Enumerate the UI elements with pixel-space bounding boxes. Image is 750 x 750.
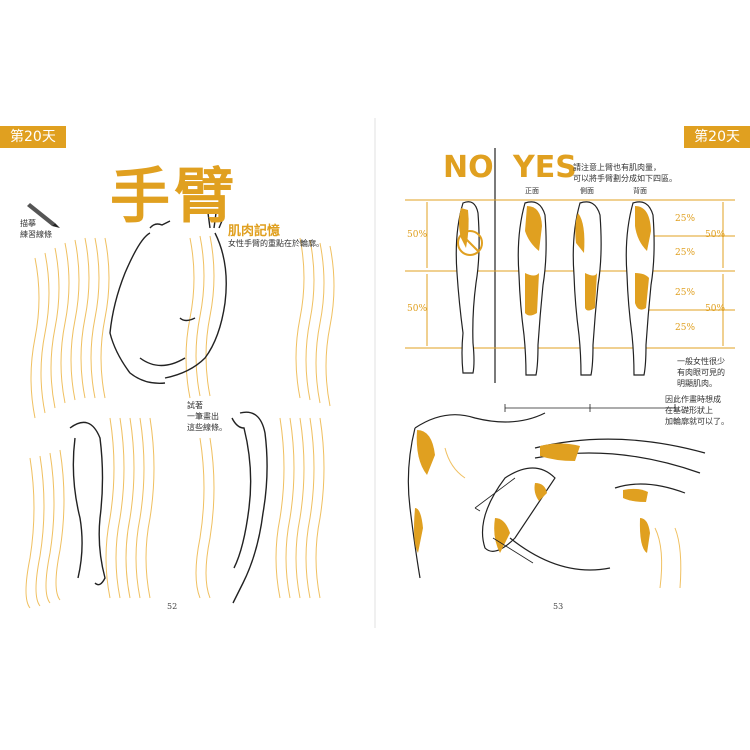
percent-label: 50% [705, 304, 726, 314]
yes-arm-side [572, 201, 602, 376]
book-gutter [374, 118, 376, 628]
page-number: 53 [553, 602, 564, 611]
tracing-lines-top [30, 235, 335, 419]
percent-label: 50% [705, 230, 726, 240]
pencil-note: 描摹 練習線條 [20, 219, 52, 239]
percent-label: 25% [675, 288, 696, 298]
day-tag: 第20天 [0, 126, 66, 148]
raised-arms-figure [109, 212, 227, 384]
yes-label: YES [513, 150, 577, 185]
percent-label: 50% [407, 304, 428, 314]
pencil-icon [27, 203, 60, 228]
overhead-arm-figure [231, 411, 268, 604]
note-women: 一般女性很少 有肉眼可見的 明顯肌肉。 [677, 357, 725, 388]
yes-arm-back [625, 201, 655, 376]
intro-text: 請注意上臂也有肌肉量， 可以將手臂劃分成如下四區。 [573, 163, 677, 183]
measure-brackets [474, 404, 676, 564]
extended-arms [481, 438, 706, 589]
page-title: 手臂 [110, 162, 238, 232]
left-page: 第20天 手臂 肌肉記憶 女性手臂的重點在於輪廓。 描摹 練習線條 試著 一筆畫… [0, 118, 375, 628]
section-subtitle: 肌肉記憶 [228, 224, 281, 239]
no-arm [455, 201, 483, 374]
torso-figure [407, 412, 546, 579]
percent-label: 25% [675, 323, 696, 333]
right-page-art [405, 148, 735, 589]
yes-arm-front [517, 201, 547, 376]
right-page: 第20天 NO YES 請注意上臂也有肌肉量， 可以將手臂劃分成如下四區。 正面… [375, 118, 750, 628]
view-label-back: 背面 [633, 187, 647, 195]
tracing-lines-bottom [25, 417, 325, 609]
note-drawing: 因此作畫時想成 在基礎形狀上 加輪廓就可以了。 [665, 395, 729, 426]
view-label-side: 側面 [580, 187, 594, 195]
view-label-front: 正面 [525, 187, 539, 195]
dimension-arrows [426, 202, 724, 346]
percent-label: 25% [675, 214, 696, 224]
subtitle-caption: 女性手臂的重點在於輪廓。 [228, 239, 324, 248]
percent-label: 50% [407, 230, 428, 240]
no-label: NO [443, 150, 494, 185]
side-arm-figure [69, 421, 106, 586]
day-tag: 第20天 [684, 126, 750, 148]
percent-label: 25% [675, 248, 696, 258]
page-number: 52 [167, 602, 178, 611]
left-page-art [25, 203, 335, 609]
try-note: 試著 一筆畫出 這些線條。 [187, 401, 227, 432]
